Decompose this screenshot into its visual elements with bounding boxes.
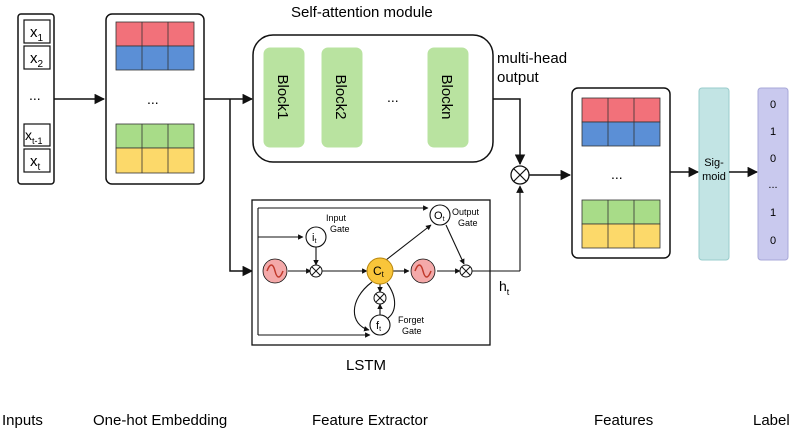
input-ellipsis: ... — [29, 87, 41, 103]
forget-gate-label-line1: Forget — [398, 315, 425, 325]
label-column — [757, 87, 789, 261]
output-gate-label-line1: Output — [452, 207, 480, 217]
input-xt-sub: t — [38, 162, 41, 173]
svg-text:Ct: Ct — [373, 264, 385, 279]
label-value-3: 0 — [770, 153, 776, 165]
attention-block-2: Block2 — [321, 47, 363, 148]
sigmoid-label-line2: moid — [702, 171, 726, 183]
features-bottom-grid — [581, 199, 661, 249]
attention-block-2-label: Block2 — [332, 74, 349, 119]
svg-text:it: it — [312, 232, 316, 245]
forget-gate-sub: t — [379, 326, 381, 333]
lstm-input-gate: it — [305, 226, 327, 248]
lstm-output-gate: Ot — [429, 204, 451, 226]
lstm-multiply-input-icon — [309, 264, 323, 278]
attention-block-n-label: Blockn — [438, 74, 455, 119]
bottom-label-label: Label — [753, 412, 790, 429]
features-top-grid — [581, 97, 661, 147]
embedding-ellipsis: ... — [147, 91, 159, 107]
lstm-multiply-output-icon — [459, 264, 473, 278]
multi-head-label-line2: output — [497, 69, 540, 86]
forget-gate-symbol: f — [376, 320, 380, 332]
input-gate-label-line2: Gate — [330, 224, 350, 234]
embedding-bottom-grid — [115, 123, 195, 174]
label-value-1: 0 — [770, 99, 776, 111]
input-x2-base: x — [30, 50, 38, 67]
input-x1-sub: 1 — [38, 33, 44, 44]
input-xt1-base: x — [25, 127, 32, 143]
lstm-wiring — [257, 185, 524, 338]
hidden-sub: t — [507, 287, 510, 297]
input-gate-symbol: i — [312, 232, 314, 244]
lstm-title: LSTM — [346, 357, 386, 374]
lstm-forget-gate: ft — [369, 314, 391, 336]
output-gate-symbol: O — [434, 210, 443, 222]
output-gate-label-line2: Gate — [458, 218, 478, 228]
features-ellipsis: ... — [611, 166, 623, 182]
attention-block-1: Block1 — [263, 47, 305, 148]
input-item-xt: xt — [23, 148, 51, 173]
sigmoid-box — [698, 87, 730, 261]
attention-block-n: Blockn — [427, 47, 469, 148]
svg-text:Ot: Ot — [434, 210, 445, 223]
input-gate-sub: t — [314, 238, 316, 245]
lstm-cell-state: Ct — [366, 257, 394, 285]
input-xt1-sub: t-1 — [32, 136, 43, 146]
svg-text:xt-1: xt-1 — [25, 127, 43, 146]
label-value-5: 0 — [770, 235, 776, 247]
cell-symbol: C — [373, 264, 382, 278]
bottom-label-embedding: One-hot Embedding — [93, 412, 227, 429]
input-item-xt-1: xt-1 — [23, 123, 51, 147]
embedding-top-grid — [115, 21, 195, 71]
forget-gate-label-line2: Gate — [402, 326, 422, 336]
label-value-2: 1 — [770, 126, 776, 138]
svg-text:x2: x2 — [30, 50, 44, 70]
lstm-tanh-input-icon — [262, 258, 288, 284]
attention-title: Self-attention module — [291, 4, 433, 21]
hidden-state-label: ht — [499, 278, 510, 297]
bottom-label-inputs: Inputs — [2, 412, 43, 429]
bottom-label-features: Features — [594, 412, 653, 429]
svg-text:xt: xt — [30, 153, 41, 173]
arrow-attention-to-combine — [493, 98, 526, 166]
lstm-tanh-output-icon — [410, 258, 436, 284]
combine-multiply-node — [510, 165, 530, 185]
attention-block-1-label: Block1 — [274, 74, 291, 119]
input-x2-sub: 2 — [38, 59, 44, 70]
cell-sub: t — [382, 270, 385, 279]
sigmoid-label-line1: Sig- — [704, 157, 724, 169]
input-x1-base: x — [30, 24, 38, 41]
label-value-ellipsis: ... — [768, 179, 777, 191]
svg-text:ft: ft — [376, 320, 381, 333]
svg-text:x1: x1 — [30, 24, 44, 44]
hidden-symbol: h — [499, 278, 507, 294]
multi-head-label-line1: multi-head — [497, 50, 567, 67]
lstm-multiply-forget-icon — [373, 291, 387, 305]
input-item-x1: x1 — [23, 19, 51, 44]
arrow-embedding-to-lstm — [229, 99, 254, 277]
bottom-label-extractor: Feature Extractor — [312, 412, 428, 429]
input-xt-base: x — [30, 153, 38, 170]
input-item-x2: x2 — [23, 45, 51, 70]
label-value-4: 1 — [770, 207, 776, 219]
attention-block-ellipsis: ... — [387, 89, 399, 105]
input-gate-label-line1: Input — [326, 213, 347, 223]
output-gate-sub: t — [443, 216, 445, 223]
